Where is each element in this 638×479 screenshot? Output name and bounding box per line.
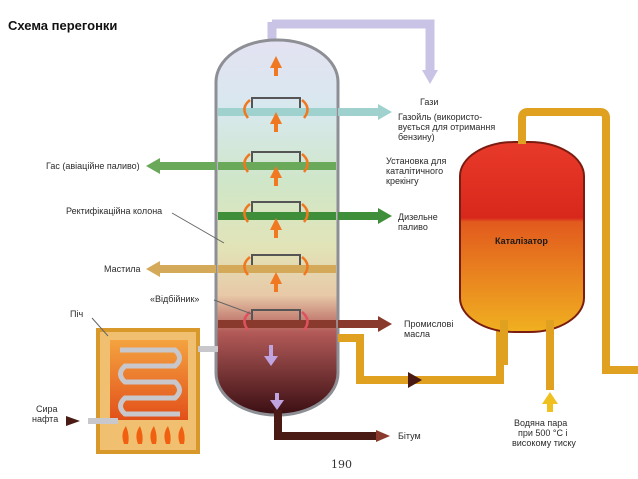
furnace-to-column-pipe <box>198 346 218 352</box>
label-catalyst: Каталізатор <box>495 236 548 246</box>
label-cracking-3: крекінгу <box>386 176 419 186</box>
bubble-caps <box>251 97 301 320</box>
reactor-leg-left <box>500 320 508 365</box>
label-furnace: Піч <box>70 309 84 319</box>
steam-arrow <box>542 392 558 404</box>
label-gasoil-2: вується для отримання <box>398 122 496 132</box>
label-crude-1: Сира <box>36 404 58 414</box>
diagram-title: Схема перегонки <box>8 18 118 33</box>
down-arrows <box>264 345 284 410</box>
bitumen-arrow <box>376 430 390 442</box>
tray-diesel <box>218 208 392 224</box>
tray-industrial <box>218 316 392 332</box>
feed-arrow <box>408 372 422 388</box>
label-crude-2: нафта <box>32 414 59 424</box>
curl-arrows <box>243 99 309 331</box>
label-rectification-column: Ректифікаційна колона <box>66 206 163 216</box>
label-steam-1: Водяна пара <box>514 418 568 428</box>
label-diesel-2: паливо <box>398 222 428 232</box>
bitumen-pipe <box>274 410 376 440</box>
label-gases: Гази <box>420 97 439 107</box>
reactor-leg-right <box>546 320 554 390</box>
label-oils: Мастила <box>104 264 141 274</box>
tray-kerosene <box>146 158 336 174</box>
label-cracking-1: Установка для <box>386 156 447 166</box>
label-cracking-2: каталітичного <box>386 166 444 176</box>
label-gasoil-3: бензину) <box>398 132 435 142</box>
label-steam-3: високому тиску <box>512 438 576 448</box>
furnace <box>96 328 200 454</box>
label-steam-2: при 500 °С і <box>518 428 568 438</box>
gas-arrow <box>422 70 438 84</box>
label-gas-aviation: Гас (авіаційне паливо) <box>46 161 140 171</box>
furnace-coil <box>118 347 182 417</box>
label-gasoil-1: Газойль (використо- <box>398 112 483 122</box>
label-deflector: «Відбійник» <box>150 294 200 304</box>
up-arrows <box>270 56 282 292</box>
label-bitumen: Бітум <box>398 431 421 441</box>
crude-oil-pipe <box>88 418 118 424</box>
tray-oils <box>146 261 336 277</box>
reactor-outlet-pipe <box>518 108 638 374</box>
tray-gasoil <box>218 104 392 120</box>
label-diesel-1: Дизельне <box>398 212 438 222</box>
label-industrial-1: Промислові <box>404 319 454 329</box>
furnace-flames <box>122 426 185 444</box>
leader-lines <box>91 212 253 337</box>
page-number: 190 <box>331 458 352 471</box>
label-industrial-2: масла <box>404 329 430 339</box>
